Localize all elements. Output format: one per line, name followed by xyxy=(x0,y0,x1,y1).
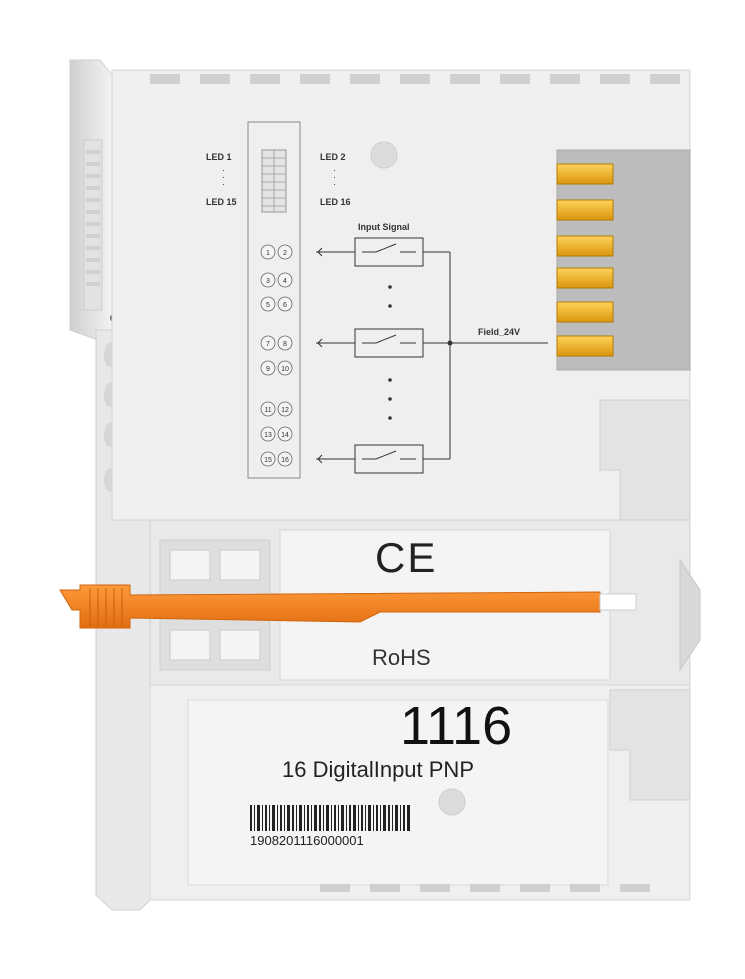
terminal-number-10: 10 xyxy=(281,366,289,373)
model-number: 1116 xyxy=(400,696,513,756)
led-16-label: LED 16 xyxy=(320,197,351,207)
serial-number: 1908201116000001 xyxy=(250,833,364,848)
wiring-diagram xyxy=(316,237,548,474)
field-24v-label: Field_24V xyxy=(478,327,521,337)
led-15-label: LED 15 xyxy=(206,197,237,207)
led-left-ellipsis: ··· xyxy=(222,165,225,189)
rohs-label: RoHS xyxy=(372,645,431,670)
ce-mark: CE xyxy=(375,534,438,581)
release-lever xyxy=(59,584,637,629)
terminal-number-6: 6 xyxy=(283,302,287,309)
terminal-number-13: 13 xyxy=(264,432,272,439)
model-description: 16 DigitalInput PNP xyxy=(282,757,474,782)
terminal-strip xyxy=(247,121,301,479)
terminal-number-7: 7 xyxy=(266,341,270,348)
terminal-circles xyxy=(260,244,293,467)
terminal-number-11: 11 xyxy=(264,407,271,414)
terminal-number-16: 16 xyxy=(281,457,289,464)
terminal-number-12: 12 xyxy=(281,407,289,414)
terminal-numbers: 1 2 3 4 5 6 7 8 9 10 11 12 13 14 15 16 xyxy=(264,250,289,464)
terminal-number-5: 5 xyxy=(266,302,270,309)
barcode xyxy=(250,805,410,831)
terminal-number-15: 15 xyxy=(264,457,272,464)
terminal-number-8: 8 xyxy=(283,341,287,348)
continuation-dots xyxy=(388,285,392,420)
terminal-number-14: 14 xyxy=(281,432,289,439)
led-right-ellipsis: ··· xyxy=(333,165,336,189)
led-1-label: LED 1 xyxy=(206,152,232,162)
junction-dot xyxy=(447,340,453,346)
terminal-number-3: 3 xyxy=(266,278,270,285)
terminal-number-1: 1 xyxy=(266,250,270,257)
input-signal-label: Input Signal xyxy=(358,222,410,232)
terminal-number-4: 4 xyxy=(283,278,287,285)
terminal-number-9: 9 xyxy=(266,366,270,373)
terminal-number-2: 2 xyxy=(283,250,287,257)
power-contacts xyxy=(556,149,691,371)
led-2-label: LED 2 xyxy=(320,152,346,162)
